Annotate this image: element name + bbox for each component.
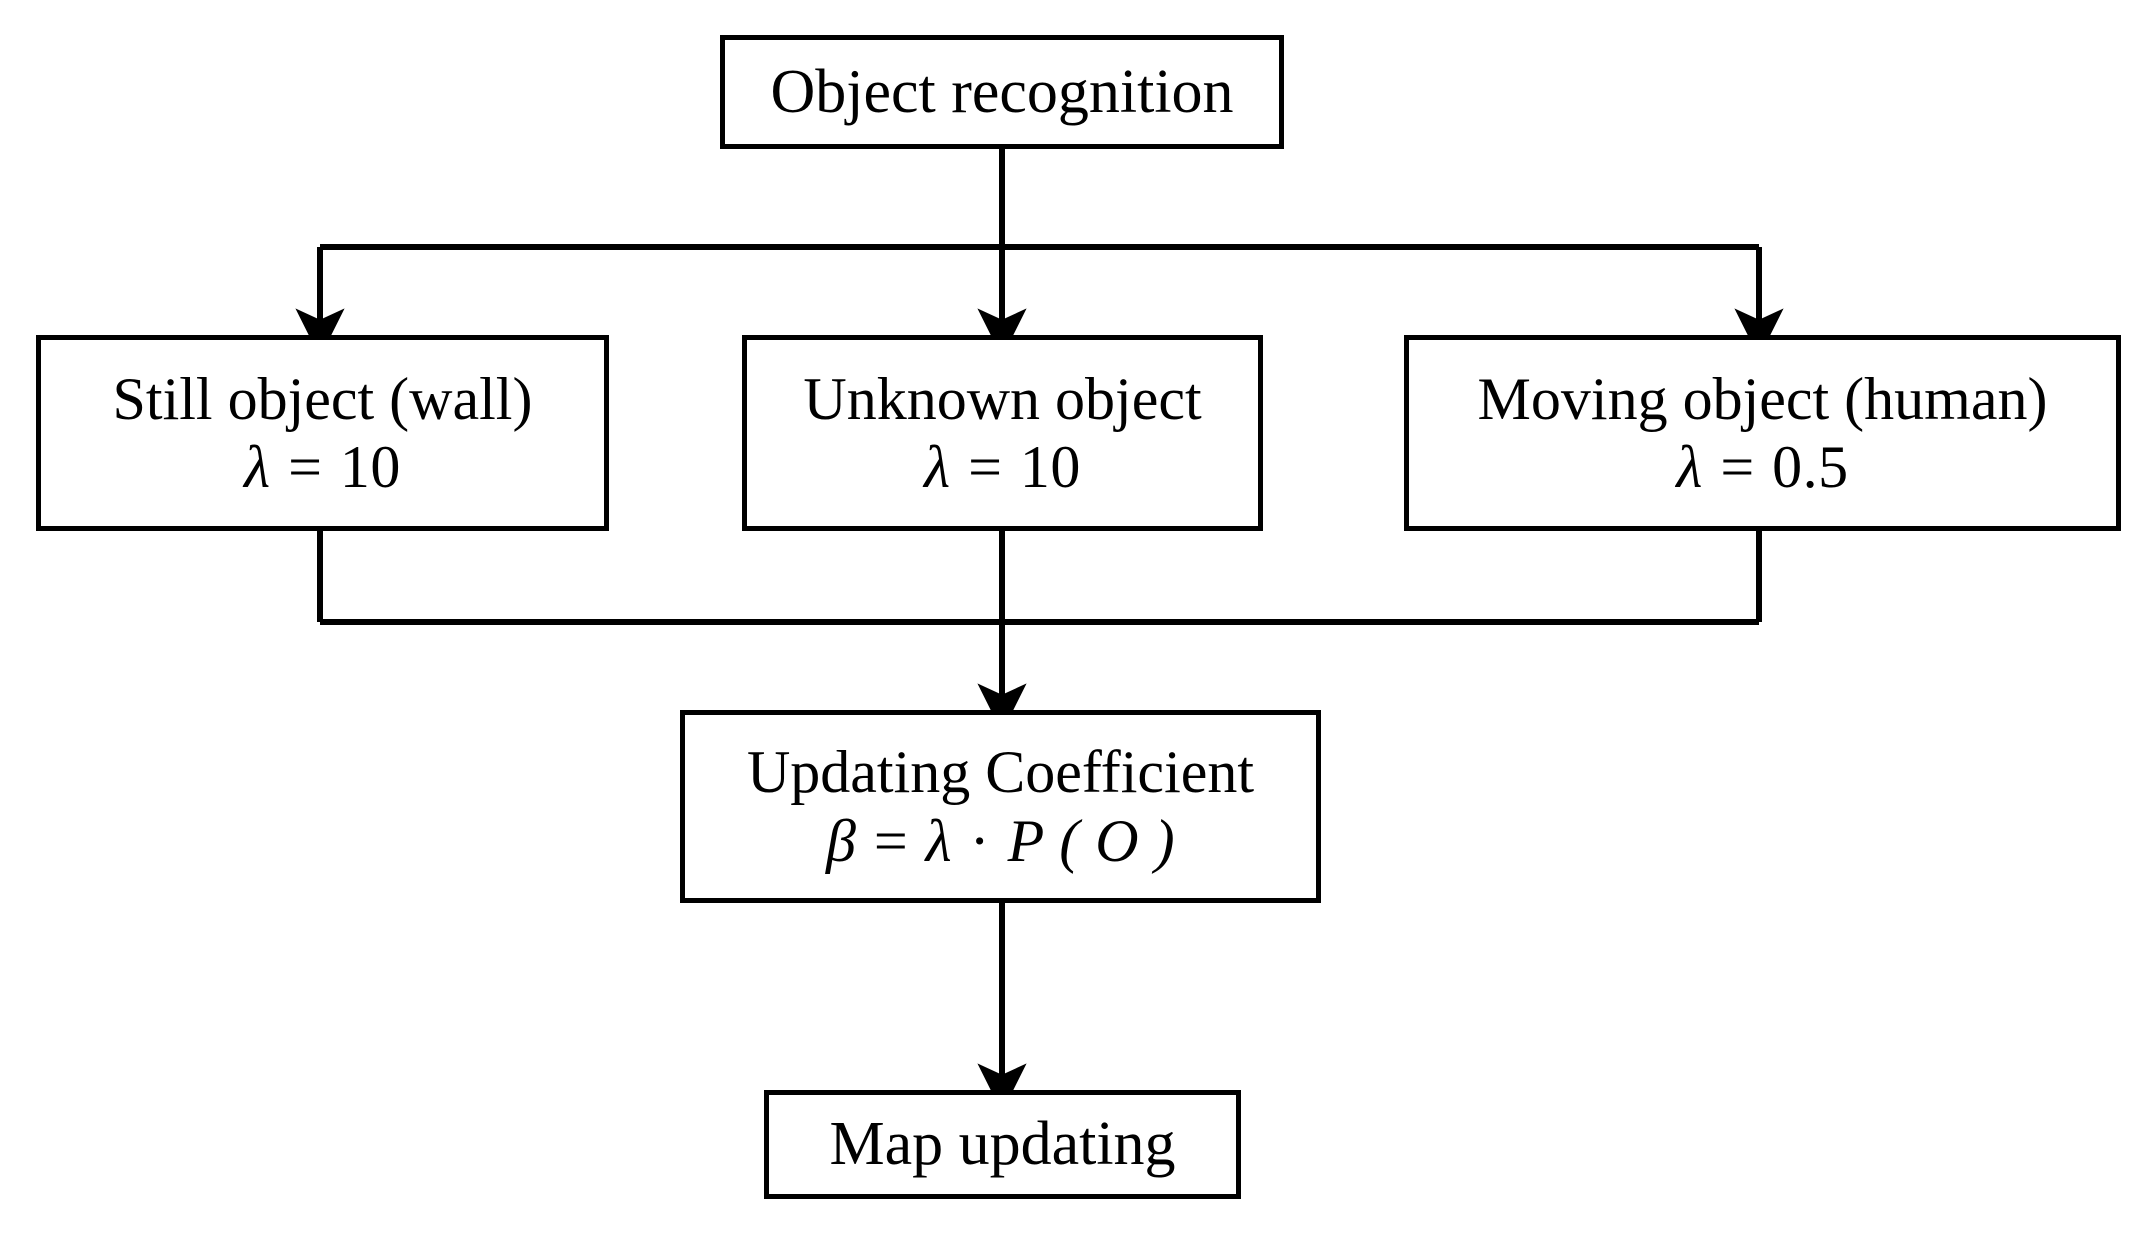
node-still-object-lambda: λ = 10	[244, 433, 401, 501]
lambda-value: 10	[339, 434, 401, 500]
lambda-symbol: λ	[244, 434, 271, 500]
node-object-recognition-label: Object recognition	[770, 57, 1234, 126]
node-map-updating-label: Map updating	[829, 1110, 1176, 1179]
node-updating-coefficient-label: Updating Coefficient	[746, 739, 1255, 806]
equals-sign: =	[1720, 434, 1755, 500]
node-still-object-label: Still object (wall)	[112, 365, 533, 432]
node-updating-coefficient-formula: β = λ · P ( O )	[826, 807, 1175, 875]
node-still-object[interactable]: Still object (wall) λ = 10	[36, 335, 609, 531]
node-object-recognition[interactable]: Object recognition	[720, 35, 1284, 149]
paren-close: )	[1154, 807, 1176, 874]
lambda-symbol: λ	[924, 434, 951, 500]
node-unknown-object-label: Unknown object	[803, 365, 1202, 432]
equals-sign: =	[288, 434, 323, 500]
paren-open: (	[1059, 807, 1080, 874]
beta-symbol: β	[825, 807, 857, 874]
equals-sign: =	[873, 807, 909, 874]
multiplication-dot-icon: ·	[969, 807, 991, 874]
lambda-value: 0.5	[1772, 434, 1849, 500]
node-moving-object[interactable]: Moving object (human) λ = 0.5	[1404, 335, 2121, 531]
lambda-value: 10	[1019, 434, 1081, 500]
node-moving-object-label: Moving object (human)	[1477, 365, 2048, 432]
lambda-symbol: λ	[1676, 434, 1703, 500]
node-unknown-object[interactable]: Unknown object λ = 10	[742, 335, 1263, 531]
lambda-symbol: λ	[925, 807, 953, 874]
observation-symbol: O	[1095, 807, 1140, 874]
node-moving-object-lambda: λ = 0.5	[1676, 433, 1848, 501]
equals-sign: =	[968, 434, 1003, 500]
node-updating-coefficient[interactable]: Updating Coefficient β = λ · P ( O )	[680, 710, 1321, 903]
node-unknown-object-lambda: λ = 10	[924, 433, 1081, 501]
probability-symbol: P	[1007, 807, 1044, 874]
node-map-updating[interactable]: Map updating	[764, 1090, 1241, 1199]
